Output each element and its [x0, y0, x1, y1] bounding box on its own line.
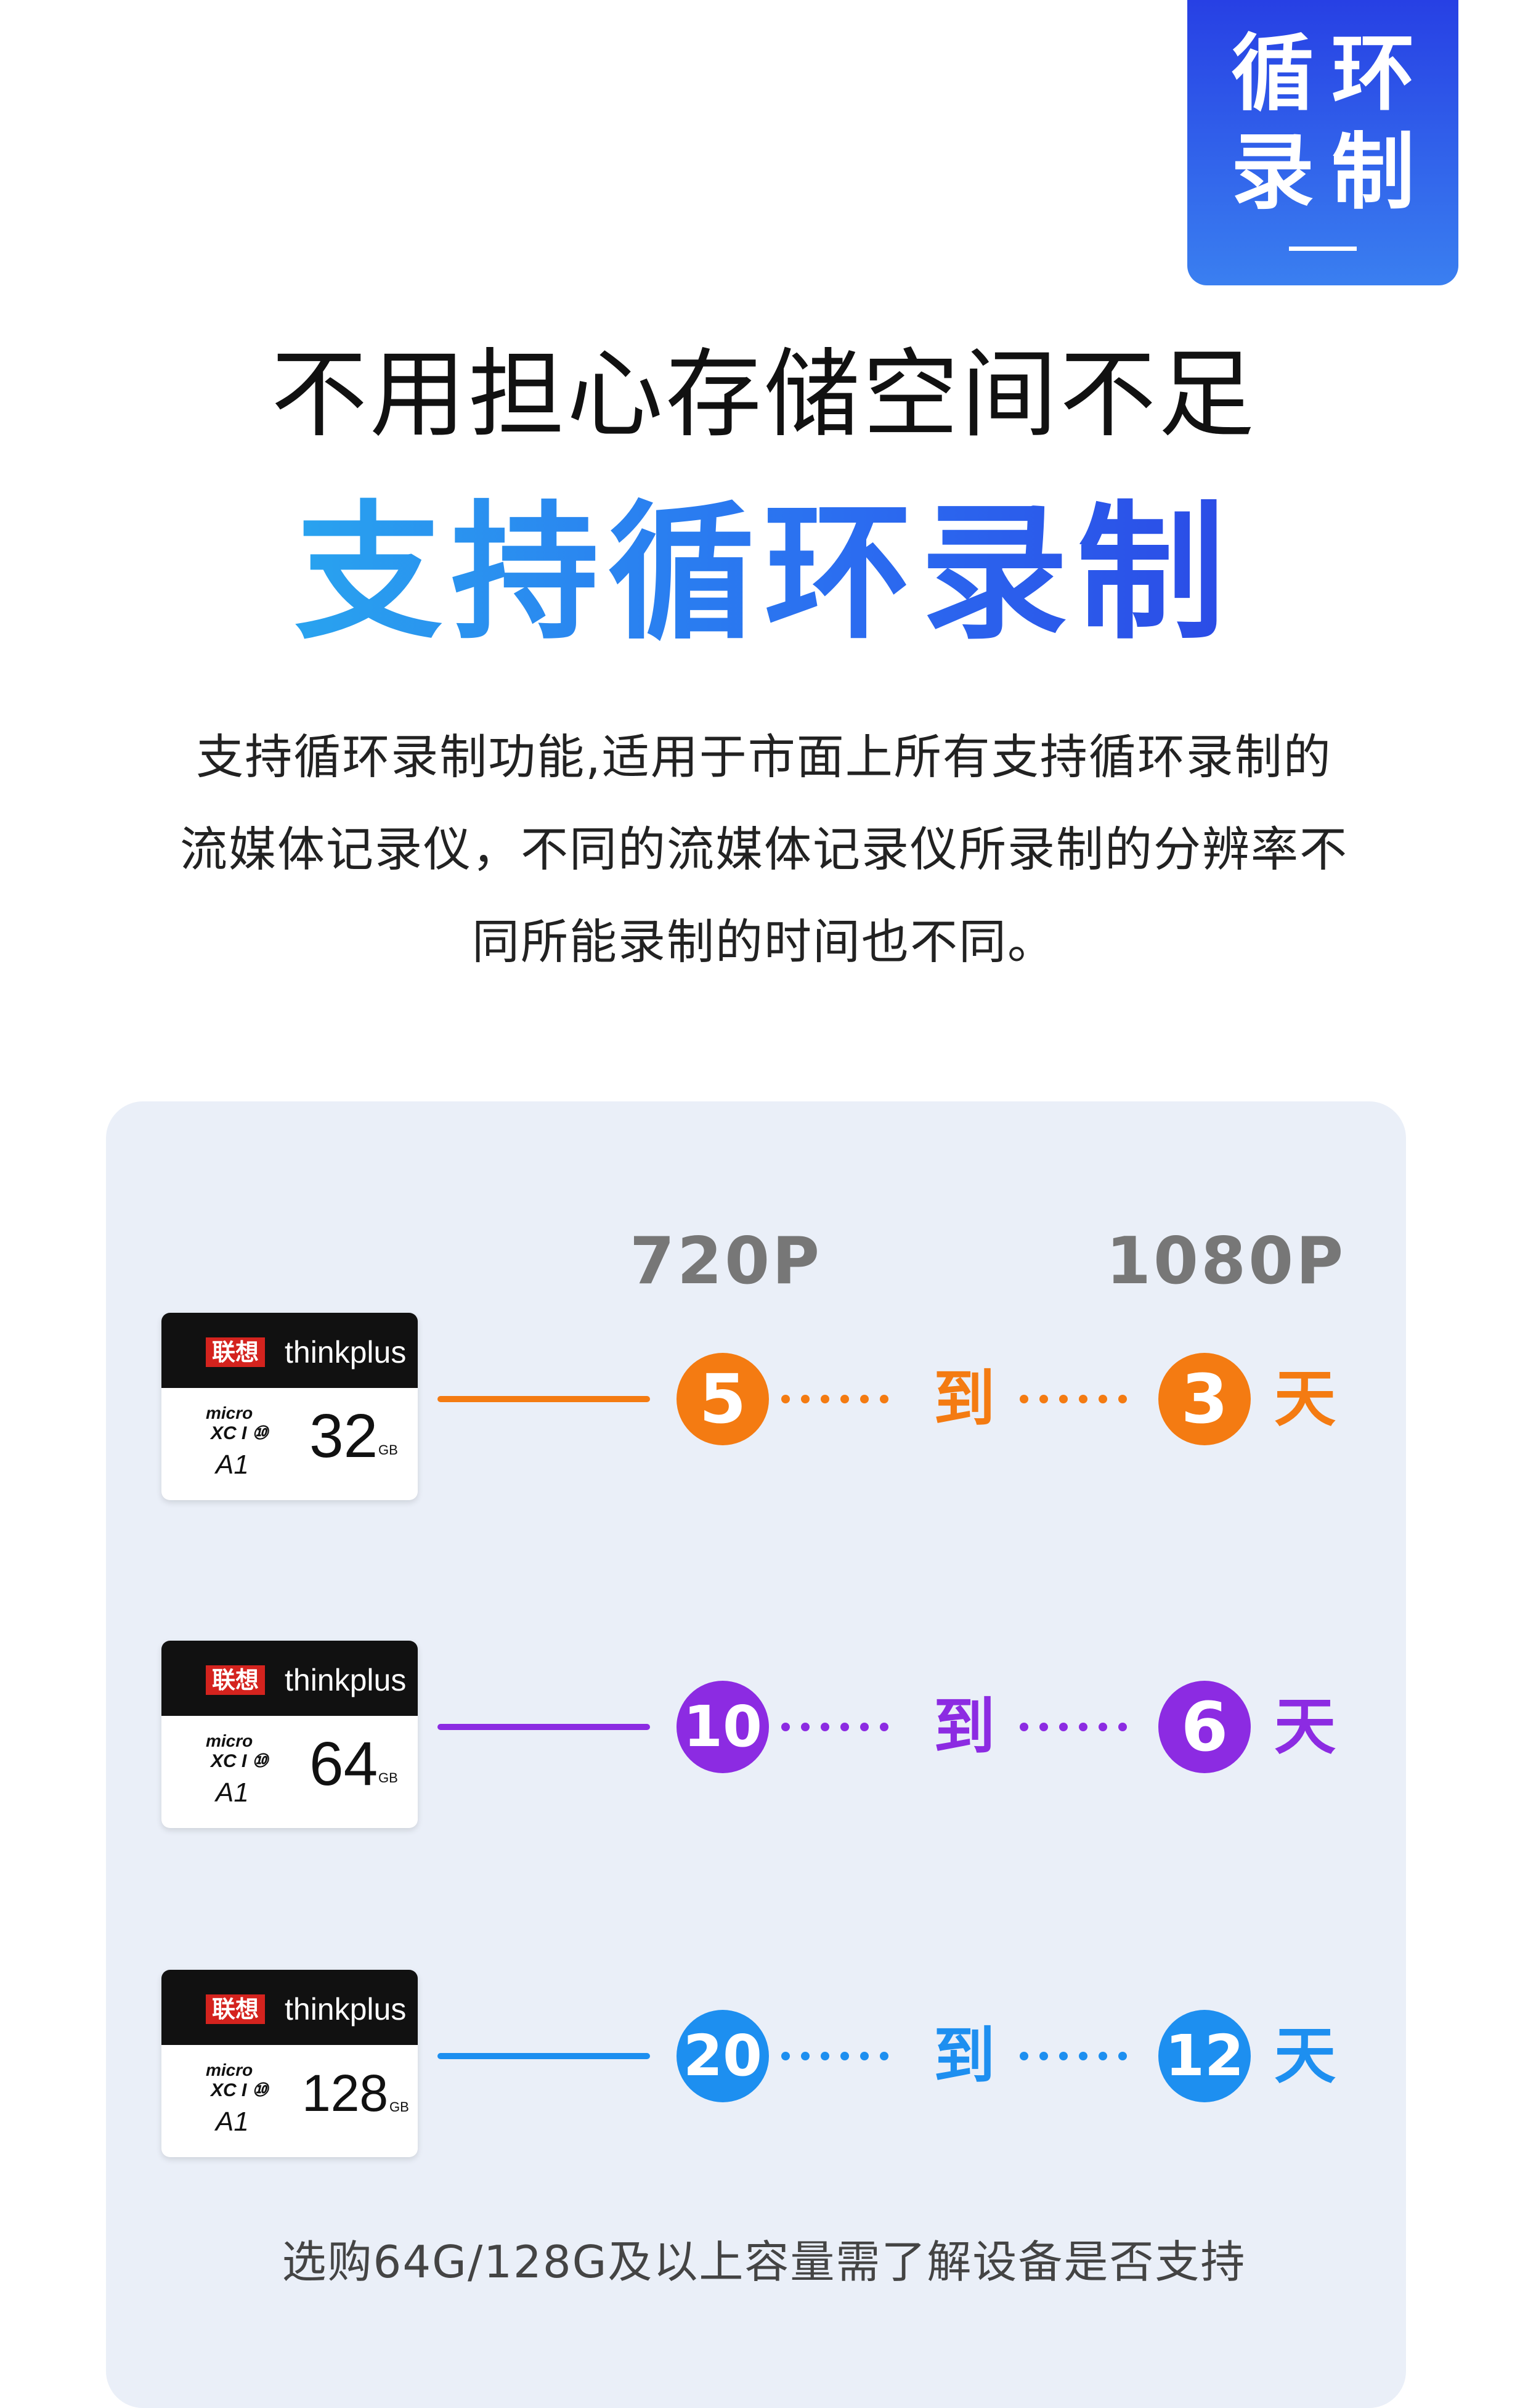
- days-720p-badge: 20: [677, 2010, 769, 2102]
- days-1080p-badge: 6: [1158, 1681, 1251, 1773]
- dot-separator: [1020, 2052, 1028, 2060]
- card-class-label: XC I ⑩: [211, 1751, 269, 1771]
- card-class-label: XC I ⑩: [211, 2080, 269, 2100]
- dot-separator: [1059, 1395, 1068, 1403]
- card-capacity: 64: [309, 1729, 378, 1798]
- capacity-note: 选购64G/128G及以上容量需了解设备是否支持: [282, 2236, 1246, 2288]
- dot-separator: [821, 1723, 829, 1731]
- to-label: 到: [933, 2020, 995, 2092]
- to-label: 到: [933, 1363, 995, 1435]
- dot-separator: [860, 1395, 869, 1403]
- dot-separator: [860, 2052, 869, 2060]
- headline: 支持循环录制: [0, 487, 1528, 659]
- card-header: [161, 1970, 418, 2045]
- dot-separator: [840, 1723, 849, 1731]
- card-a1-label: A1: [216, 1777, 249, 1808]
- dot-separator: [1079, 1723, 1087, 1731]
- dot-separator: [1059, 2052, 1068, 2060]
- dot-separator: [1059, 1723, 1068, 1731]
- dot-separator: [1039, 1395, 1048, 1403]
- card-micro-label: micro: [206, 1731, 253, 1750]
- card-gb-label: GB: [389, 2099, 409, 2115]
- dot-separator: [801, 1395, 810, 1403]
- card-capacity: 128: [302, 2064, 389, 2122]
- card-brand: 联想: [206, 1994, 266, 2024]
- dot-separator: [1039, 2052, 1048, 2060]
- card-logo: thinkplus: [285, 1335, 407, 1369]
- dot-separator: [1020, 1395, 1028, 1403]
- subtitle: 不用担心存储空间不足: [271, 338, 1257, 451]
- dot-separator: [1079, 2052, 1087, 2060]
- tag-line-2: 录制: [1231, 124, 1432, 221]
- card-logo: thinkplus: [285, 1992, 407, 2026]
- days-720p-badge: 5: [677, 1353, 769, 1445]
- dot-separator: [801, 2052, 810, 2060]
- dot-separator: [781, 2052, 790, 2060]
- dot-separator: [1118, 1395, 1127, 1403]
- card-micro-label: micro: [206, 1403, 253, 1422]
- connector-line: [437, 1724, 650, 1730]
- card-gb-label: GB: [378, 1442, 398, 1458]
- card-header: [161, 1313, 418, 1388]
- to-label: 到: [933, 1691, 995, 1763]
- headline-text: 支持循环录制: [294, 487, 1233, 659]
- column-header-720p: 720P: [630, 1223, 823, 1299]
- paragraph-line-2: 流媒体记录仪，不同的流媒体记录仪所录制的分辨率不: [180, 823, 1348, 878]
- dot-separator: [1099, 1723, 1107, 1731]
- tag-line-1: 循环: [1231, 25, 1432, 122]
- dot-separator: [781, 1395, 790, 1403]
- dot-separator: [1079, 1395, 1087, 1403]
- days-1080p-badge: 3: [1158, 1353, 1251, 1445]
- days-unit-label: 天: [1274, 1691, 1336, 1763]
- paragraph-line-1: 支持循环录制功能,适用于市面上所有支持循环录制的: [196, 730, 1332, 785]
- dot-separator: [1099, 2052, 1107, 2060]
- card-brand: 联想: [206, 1337, 266, 1367]
- dot-separator: [880, 2052, 888, 2060]
- loop-record-tag: 循环 录制: [1187, 0, 1458, 285]
- dot-separator: [781, 1723, 790, 1731]
- dot-separator: [1118, 2052, 1127, 2060]
- dot-separator: [1039, 1723, 1048, 1731]
- card-logo: thinkplus: [285, 1663, 407, 1697]
- dot-separator: [1118, 1723, 1127, 1731]
- card-header: [161, 1641, 418, 1716]
- dot-separator: [801, 1723, 810, 1731]
- card-capacity: 32: [309, 1402, 378, 1471]
- card-micro-label: micro: [206, 2060, 253, 2079]
- card-brand: 联想: [206, 1665, 266, 1695]
- dot-separator: [860, 1723, 869, 1731]
- connector-line: [437, 1396, 650, 1402]
- dot-separator: [840, 2052, 849, 2060]
- days-720p-badge: 10: [677, 1681, 769, 1773]
- connector-line: [437, 2053, 650, 2059]
- card-gb-label: GB: [378, 1770, 398, 1786]
- column-header-1080p: 1080P: [1106, 1223, 1346, 1299]
- card-class-label: XC I ⑩: [211, 1423, 269, 1443]
- dot-separator: [1099, 1395, 1107, 1403]
- dot-separator: [821, 2052, 829, 2060]
- card-a1-label: A1: [216, 1450, 249, 1480]
- paragraph-line-3: 同所能录制的时间也不同。: [472, 915, 1056, 970]
- days-unit-label: 天: [1274, 1363, 1336, 1435]
- card-a1-label: A1: [216, 2107, 249, 2137]
- days-unit-label: 天: [1274, 2020, 1336, 2092]
- dot-separator: [840, 1395, 849, 1403]
- dot-separator: [821, 1395, 829, 1403]
- days-1080p-badge: 12: [1158, 2010, 1251, 2102]
- dot-separator: [1020, 1723, 1028, 1731]
- dot-separator: [880, 1395, 888, 1403]
- tag-underline: [1289, 247, 1357, 251]
- dot-separator: [880, 1723, 888, 1731]
